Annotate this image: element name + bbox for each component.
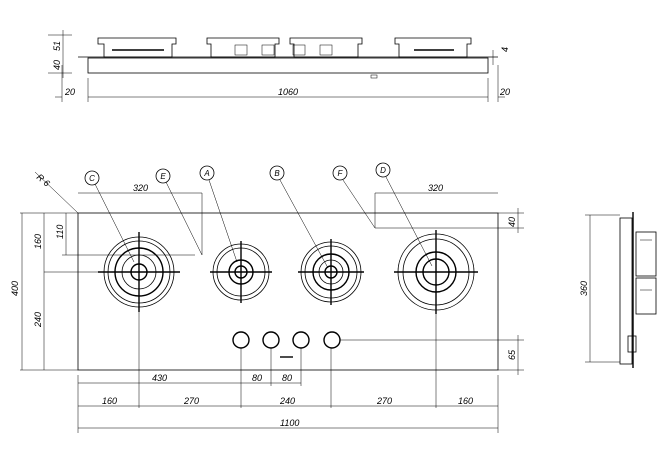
dim-1100: 1100 [280, 418, 299, 428]
dim-160-left: 160 [33, 234, 43, 249]
dim-270-b2: 270 [376, 396, 392, 406]
dim-430: 430 [152, 373, 167, 383]
control-knobs [232, 331, 341, 358]
dim-80-a: 80 [252, 373, 262, 383]
knob-4[interactable] [323, 331, 341, 349]
dim-110: 110 [55, 225, 65, 239]
callout-d: D [380, 166, 386, 175]
grate-c [97, 37, 177, 58]
dim-240-left: 240 [33, 312, 43, 328]
dim-20-left: 20 [64, 87, 75, 97]
dim-4: 4 [500, 47, 510, 52]
callout-f: F [338, 169, 344, 178]
dim-20-right: 20 [499, 87, 510, 97]
dim-320-right: 320 [428, 183, 443, 193]
dim-270-b1: 270 [183, 396, 199, 406]
dim-65: 65 [507, 349, 517, 360]
callout-e: E [160, 172, 166, 181]
knob-1[interactable] [232, 331, 250, 349]
grate-d [394, 37, 472, 58]
side-view: 360 [579, 212, 657, 368]
callouts: C E A B F D R 6 [35, 162, 433, 269]
dim-160-b2: 160 [458, 396, 473, 406]
burner-a [210, 241, 272, 303]
dim-80-b: 80 [282, 373, 292, 383]
dim-1060: 1060 [278, 87, 298, 97]
knob-2[interactable] [262, 331, 280, 349]
plan-view: C E A B F D R 6 320 320 400 160 240 [10, 162, 524, 433]
callout-c: C [89, 174, 95, 183]
burner-d [394, 230, 478, 314]
knob-3[interactable] [292, 331, 310, 349]
dim-400: 400 [10, 281, 20, 296]
dim-40-right: 40 [507, 217, 517, 227]
grate-b [289, 37, 363, 58]
dim-240-b: 240 [279, 396, 295, 406]
front-elevation: 51 40 4 20 1060 20 [48, 30, 510, 102]
dim-160-b1: 160 [102, 396, 117, 406]
dim-360: 360 [579, 281, 589, 296]
burner-c [98, 232, 180, 312]
callout-b: B [274, 169, 280, 178]
callout-a: A [203, 169, 209, 178]
dim-51: 51 [52, 41, 62, 51]
dim-40-top: 40 [52, 60, 62, 70]
dimensions: 320 320 400 160 240 110 40 65 430 80 80 [10, 183, 524, 433]
burner-b [298, 239, 364, 305]
dim-320-left: 320 [133, 183, 148, 193]
grate-a [206, 37, 280, 58]
